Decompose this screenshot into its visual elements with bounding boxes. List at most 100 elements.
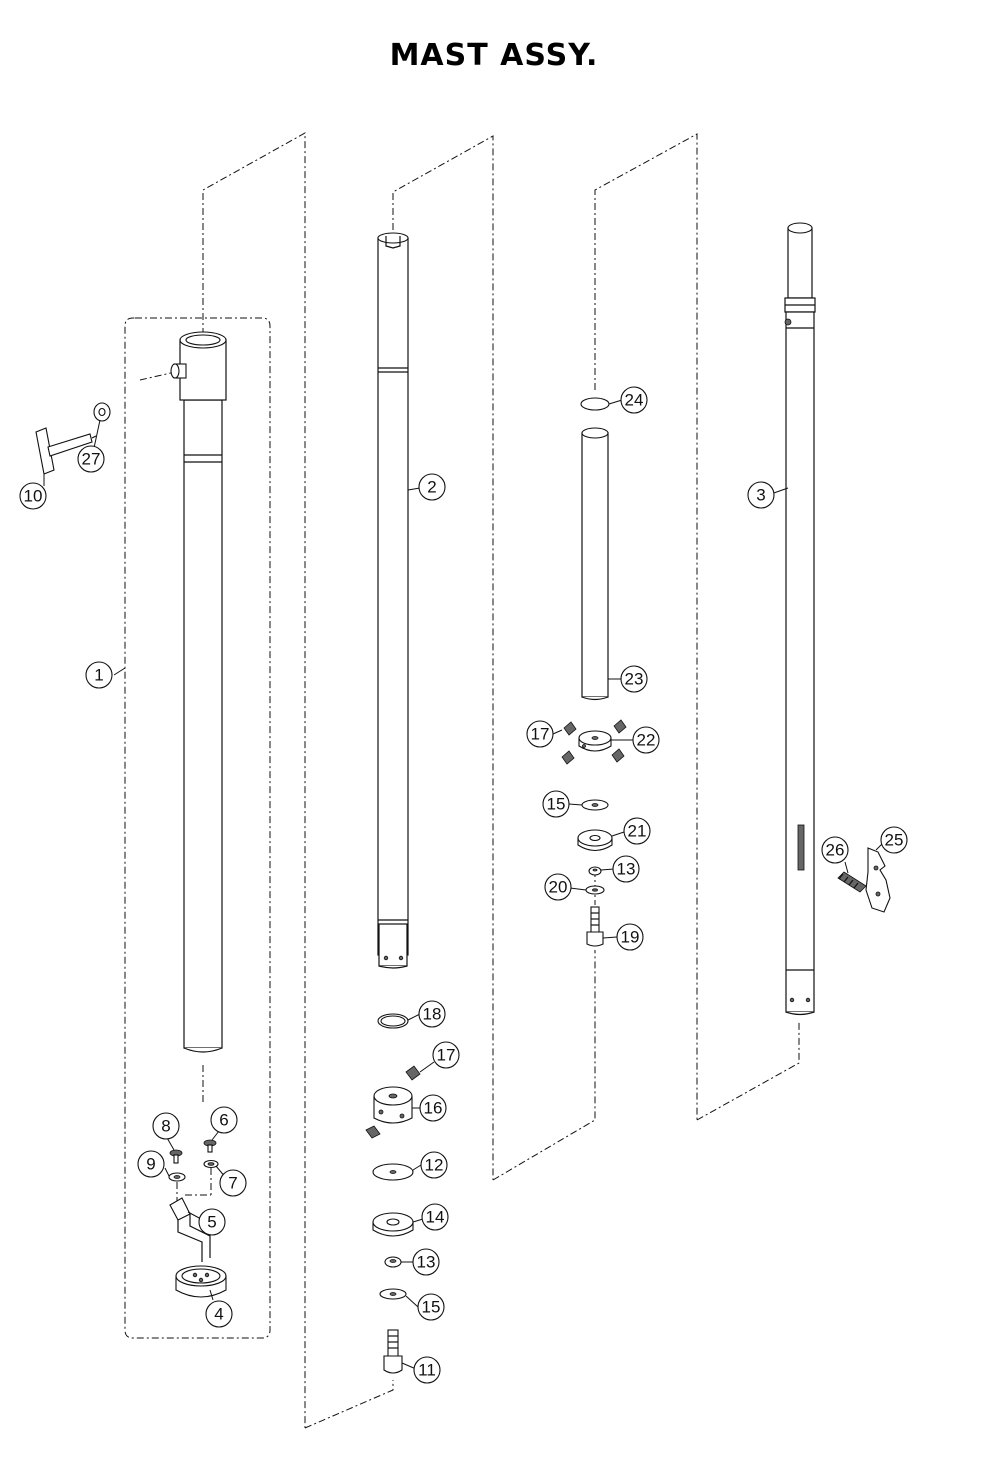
alignment-line-bolt xyxy=(139,371,176,381)
callout-25: 25 xyxy=(880,826,908,854)
callout-12: 12 xyxy=(420,1151,448,1179)
svg-text:9: 9 xyxy=(146,1155,155,1174)
t-handle-bolt xyxy=(35,427,97,475)
callout-18: 18 xyxy=(418,1000,446,1028)
callout-2: 2 xyxy=(418,473,446,501)
washer-9 xyxy=(168,1172,186,1182)
callout-17-lower: 17 xyxy=(432,1041,460,1069)
svg-text:19: 19 xyxy=(621,928,640,947)
callout-1: 1 xyxy=(85,661,113,689)
svg-text:24: 24 xyxy=(625,391,644,410)
svg-text:8: 8 xyxy=(161,1117,170,1136)
disc-24 xyxy=(580,397,610,411)
washer-15-upper xyxy=(581,799,609,811)
svg-text:25: 25 xyxy=(885,831,904,850)
nut-13-upper xyxy=(588,866,602,876)
svg-text:18: 18 xyxy=(423,1005,442,1024)
svg-text:15: 15 xyxy=(547,795,566,814)
set-screw-17-c xyxy=(563,721,577,736)
svg-text:11: 11 xyxy=(418,1361,436,1380)
callout-10: 10 xyxy=(19,482,47,510)
callout-20: 20 xyxy=(544,873,572,901)
callout-13-lower: 13 xyxy=(412,1248,440,1276)
callout-26: 26 xyxy=(821,836,849,864)
screw-8 xyxy=(169,1149,183,1164)
callout-24: 24 xyxy=(620,386,648,414)
svg-text:1: 1 xyxy=(94,666,103,685)
callout-23: 23 xyxy=(620,665,648,693)
o-ring-18 xyxy=(377,1013,409,1029)
nut-13-lower xyxy=(384,1256,402,1268)
svg-text:17: 17 xyxy=(437,1046,456,1065)
svg-text:20: 20 xyxy=(549,878,568,897)
lock-washer-27 xyxy=(93,402,111,422)
alignment-line-23-top xyxy=(594,133,698,1120)
end-cap-4 xyxy=(175,1265,227,1298)
mast-tube-1 xyxy=(170,331,227,1053)
svg-text:3: 3 xyxy=(756,486,765,505)
svg-text:26: 26 xyxy=(826,841,845,860)
spacer-14 xyxy=(372,1212,414,1237)
callout-8: 8 xyxy=(152,1112,180,1140)
collar-16 xyxy=(373,1086,413,1124)
svg-text:13: 13 xyxy=(617,860,636,879)
bolt-11 xyxy=(383,1329,403,1374)
svg-text:22: 22 xyxy=(637,731,656,750)
svg-text:2: 2 xyxy=(427,478,436,497)
callout-21: 21 xyxy=(623,817,651,845)
svg-text:14: 14 xyxy=(426,1208,445,1227)
latch-plate-25 xyxy=(865,847,891,913)
svg-text:6: 6 xyxy=(219,1111,228,1130)
svg-text:21: 21 xyxy=(628,822,647,841)
svg-text:12: 12 xyxy=(425,1156,444,1175)
set-screw-17-e xyxy=(561,750,575,765)
callout-15-lower: 15 xyxy=(417,1293,445,1321)
callout-14: 14 xyxy=(421,1203,449,1231)
svg-text:23: 23 xyxy=(625,670,644,689)
callout-17-upper: 17 xyxy=(526,720,554,748)
callout-16: 16 xyxy=(419,1094,447,1122)
svg-text:7: 7 xyxy=(228,1174,237,1193)
set-screw-17-d xyxy=(613,719,627,734)
svg-text:17: 17 xyxy=(531,725,550,744)
washer-7 xyxy=(203,1159,219,1169)
alignment-line-3-bottom xyxy=(696,1020,800,1121)
bolt-19 xyxy=(586,906,604,947)
svg-text:5: 5 xyxy=(207,1213,216,1232)
callout-13-upper: 13 xyxy=(612,855,640,883)
callout-4: 4 xyxy=(205,1300,233,1328)
callout-27: 27 xyxy=(77,445,105,473)
callout-5: 5 xyxy=(198,1208,226,1236)
set-screw-17-b xyxy=(365,1125,381,1139)
callout-22: 22 xyxy=(632,726,660,754)
svg-text:13: 13 xyxy=(417,1253,436,1272)
callout-7: 7 xyxy=(219,1169,247,1197)
assembly-1-boundary xyxy=(124,317,271,1339)
screw-6 xyxy=(203,1139,217,1153)
svg-text:16: 16 xyxy=(424,1099,443,1118)
alignment-line-2-3 xyxy=(492,950,596,1181)
mast-tube-3 xyxy=(784,222,816,1016)
svg-text:4: 4 xyxy=(214,1305,223,1324)
callout-9: 9 xyxy=(137,1150,165,1178)
set-screw-17-f xyxy=(611,748,625,763)
spacer-21 xyxy=(577,829,613,852)
inner-tube-23 xyxy=(581,427,609,701)
alignment-line-2-lower xyxy=(304,1380,394,1429)
washer-12 xyxy=(372,1163,414,1181)
spring-26 xyxy=(837,871,867,893)
callout-15-upper: 15 xyxy=(542,790,570,818)
diagram-title: MAST ASSY. xyxy=(389,38,599,73)
bracket-5 xyxy=(169,1197,211,1262)
svg-text:15: 15 xyxy=(422,1298,441,1317)
callout-6: 6 xyxy=(210,1106,238,1134)
alignment-line-2-top xyxy=(392,135,494,1180)
set-screw-17-a xyxy=(405,1065,421,1081)
svg-text:10: 10 xyxy=(24,487,43,506)
callout-3: 3 xyxy=(747,481,775,509)
callout-11: 11 xyxy=(413,1356,441,1384)
washer-15-lower xyxy=(379,1288,407,1300)
washer-20 xyxy=(585,885,605,895)
callout-19: 19 xyxy=(616,923,644,951)
